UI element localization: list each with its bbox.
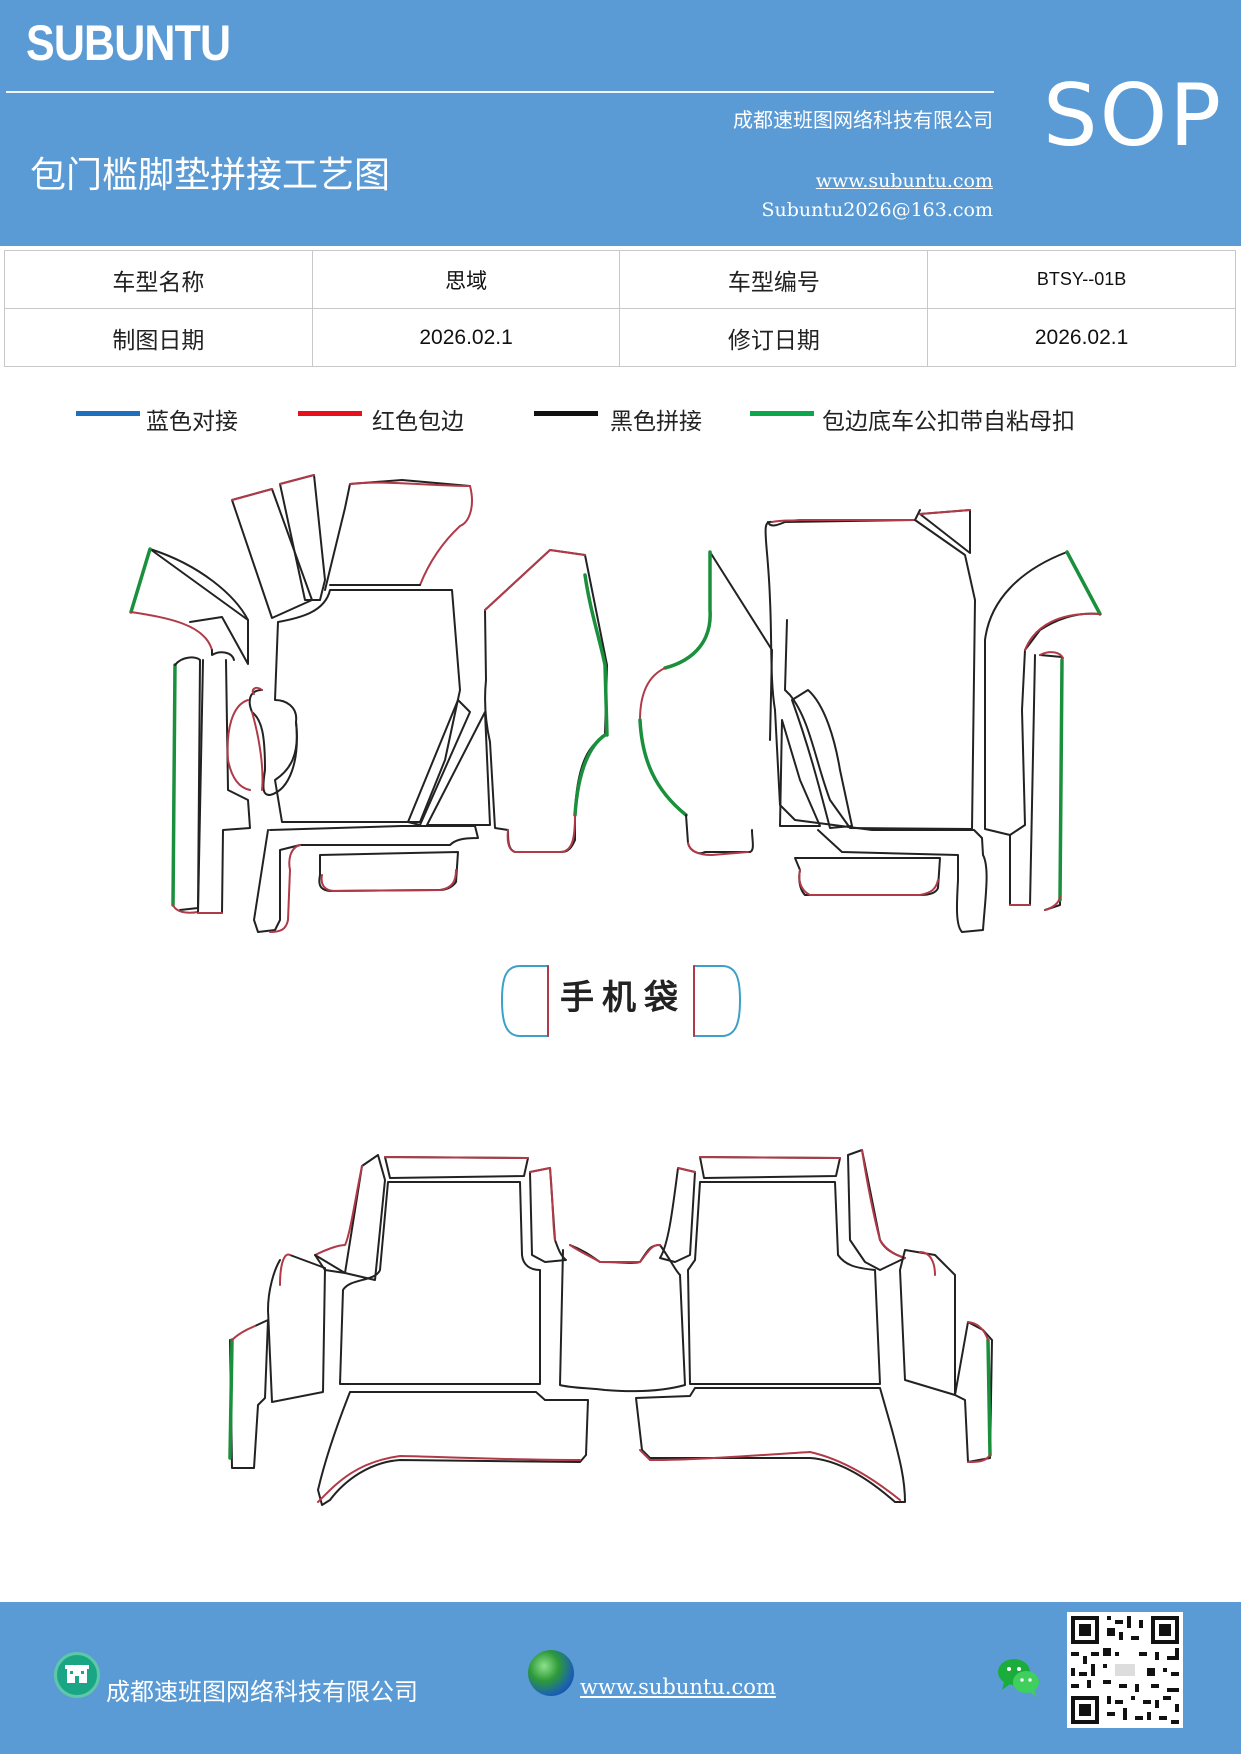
color-legend: 蓝色对接 红色包边 黑色拼接 包边底车公扣带自粘母扣 — [0, 400, 1241, 440]
green-edge — [986, 1338, 992, 1457]
mat-outline — [764, 520, 988, 933]
legend-label: 包边底车公扣带自粘母扣 — [822, 409, 1075, 435]
wechat-icon[interactable] — [996, 1654, 1042, 1700]
draw-date-label: 制图日期 — [4, 308, 313, 367]
driver-mat-outline — [274, 589, 461, 823]
legend-swatch — [750, 411, 814, 416]
green-edge — [638, 718, 688, 817]
green-edge — [129, 547, 152, 614]
phone-bag-left-piece — [501, 965, 549, 1037]
model-code-value: BTSY--01B — [927, 250, 1236, 309]
phone-bag-right-piece — [693, 965, 741, 1037]
website-link[interactable]: www.subuntu.com — [815, 170, 993, 192]
building-icon — [54, 1652, 100, 1698]
green-edge — [1065, 550, 1102, 616]
footer-company-name: 成都速班图网络科技有限公司 — [106, 1678, 418, 1706]
table-row: 车型名称 思域 车型编号 BTSY--01B — [4, 250, 1236, 309]
header-banner: SUBUNTU 成都速班图网络科技有限公司 包门槛脚垫拼接工艺图 www.sub… — [0, 0, 1241, 246]
model-code-label: 车型编号 — [619, 250, 929, 309]
legend-swatch — [76, 411, 140, 416]
table-row: 制图日期 2026.02.1 修订日期 2026.02.1 — [4, 308, 1236, 367]
front-floor-mat-diagram — [129, 474, 1102, 933]
globe-icon — [528, 1650, 574, 1696]
green-edge — [583, 573, 609, 737]
model-name-value: 思域 — [311, 250, 621, 309]
brand-logo: SUBUNTU — [26, 15, 231, 71]
model-name-label: 车型名称 — [4, 250, 313, 309]
company-name: 成都速班图网络科技有限公司 — [733, 108, 993, 132]
qr-code-icon — [1067, 1612, 1183, 1728]
phone-bag-diagram — [501, 965, 741, 1037]
green-edge — [228, 1338, 234, 1460]
sop-badge: SOP — [1043, 66, 1224, 166]
vehicle-info-table: 车型名称 思域 车型编号 BTSY--01B 制图日期 2026.02.1 修订… — [4, 250, 1236, 367]
mat-outline — [231, 488, 313, 619]
green-edge — [663, 550, 712, 670]
phone-bag-label: 手机袋 — [560, 978, 686, 1018]
revision-date-value: 2026.02.1 — [927, 308, 1236, 367]
email-address: Subuntu2026@163.com — [761, 199, 993, 221]
green-edge — [1058, 658, 1064, 902]
green-edge — [171, 663, 177, 907]
footer-website-link[interactable]: www.subuntu.com — [580, 1675, 776, 1699]
rear-floor-mat-diagram — [228, 1149, 993, 1506]
legend-swatch — [534, 411, 598, 416]
rear-left-bottom-mat — [317, 1391, 589, 1506]
footer-banner: 成都速班图网络科技有限公司 www.subuntu.com — [0, 1602, 1241, 1754]
legend-label: 红色包边 — [372, 409, 464, 435]
legend-label: 黑色拼接 — [610, 409, 702, 435]
mat-outline — [149, 548, 249, 665]
rear-right-bottom-mat — [635, 1387, 906, 1503]
draw-date-value: 2026.02.1 — [311, 308, 621, 367]
rear-left-mat-outline — [339, 1181, 541, 1385]
header-divider — [6, 91, 994, 93]
document-title: 包门槛脚垫拼接工艺图 — [30, 155, 391, 196]
revision-date-label: 修订日期 — [619, 308, 929, 367]
legend-swatch — [298, 411, 362, 416]
green-edge — [573, 733, 607, 817]
rear-right-mat-outline — [687, 1181, 881, 1385]
legend-label: 蓝色对接 — [146, 409, 238, 435]
